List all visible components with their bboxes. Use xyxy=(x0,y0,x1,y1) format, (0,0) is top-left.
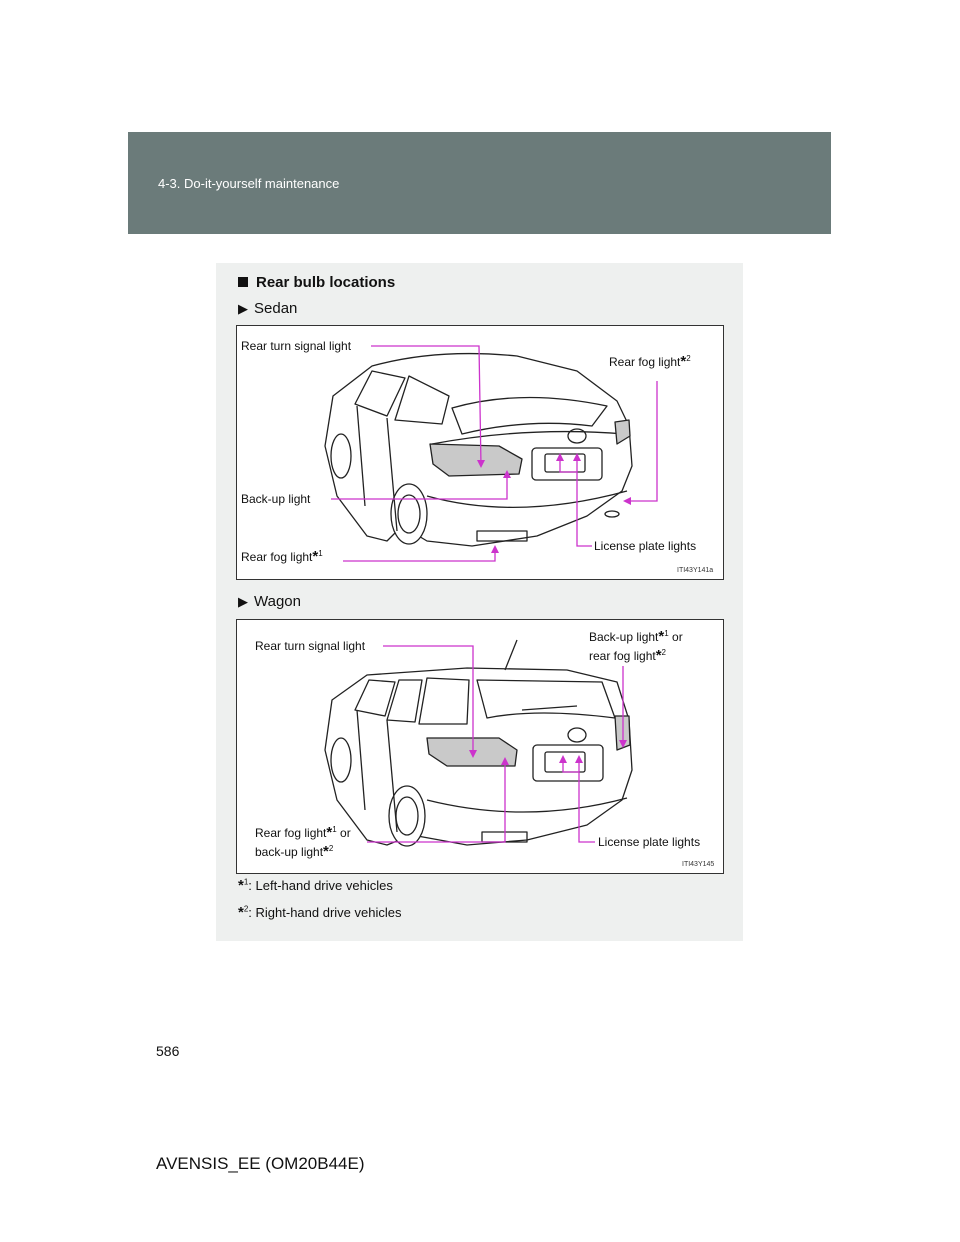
label-rear-fog-or-back-up-b: Rear fog light*1 or back-up light*2 xyxy=(255,824,351,860)
label-or-text: or xyxy=(672,630,683,644)
section-title-text: Rear bulb locations xyxy=(256,274,396,291)
footnote-mark: * xyxy=(238,877,244,894)
footnote-2: *2: Right-hand drive vehicles xyxy=(238,904,402,921)
footnote-ref: 2 xyxy=(686,354,691,363)
footnote-text: : Right-hand drive vehicles xyxy=(248,905,402,920)
label-rear-turn-signal: Rear turn signal light xyxy=(241,339,352,353)
footnote-text: : Left-hand drive vehicles xyxy=(248,878,393,893)
sedan-heading-text: Sedan xyxy=(254,300,298,317)
label-back-up-or-rear-fog-a: Back-up light*1 or rear fog light*2 xyxy=(589,628,683,664)
wagon-figure: Rear turn signal light Back-up light*1 o… xyxy=(236,619,724,874)
sedan-illustration xyxy=(324,345,658,562)
footnote-ref: 2 xyxy=(661,648,666,657)
label-back-up-a-text: Back-up light xyxy=(589,630,659,644)
footnote-ref: 1 xyxy=(332,825,337,834)
label-rear-fog-light-2-text: Rear fog light xyxy=(609,355,681,369)
footnote-ref: 1 xyxy=(318,549,323,558)
label-or-text: or xyxy=(340,826,351,840)
footnote-sup: 1 xyxy=(243,877,249,887)
sedan-figure: Rear turn signal light Rear fog light*2 … xyxy=(236,325,724,580)
content-panel: Rear bulb locations ▶ Sedan xyxy=(216,263,743,941)
square-bullet-icon xyxy=(238,277,248,287)
label-license-plate-lights-wagon: License plate lights xyxy=(598,835,701,849)
section-title: Rear bulb locations xyxy=(238,274,395,291)
label-rear-fog-light-2: Rear fog light*2 xyxy=(609,353,691,370)
label-rear-fog-b-text: Rear fog light xyxy=(255,826,327,840)
label-license-plate-lights: License plate lights xyxy=(594,539,697,553)
footnote-mark: * xyxy=(238,904,244,921)
wagon-heading-text: Wagon xyxy=(254,593,301,610)
footnote-ref: 2 xyxy=(328,844,334,853)
label-rear-fog-light-1-text: Rear fog light xyxy=(241,550,313,564)
label-back-up-b-text: back-up light xyxy=(255,845,324,859)
footnote-ref: 1 xyxy=(664,629,669,638)
footnote-1: *1: Left-hand drive vehicles xyxy=(238,877,393,894)
page-number: 586 xyxy=(156,1043,180,1059)
footnote-sup: 2 xyxy=(243,904,249,914)
wagon-illustration xyxy=(324,639,633,847)
section-header-title: 4-3. Do-it-yourself maintenance xyxy=(158,176,340,191)
header-band: 4-3. Do-it-yourself maintenance xyxy=(128,132,831,234)
sedan-heading: ▶ Sedan xyxy=(238,300,297,317)
wagon-heading: ▶ Wagon xyxy=(238,593,301,610)
figure-code: ITI43Y145 xyxy=(682,861,715,868)
triangle-right-icon: ▶ xyxy=(238,301,248,316)
label-rear-fog-light-1: Rear fog light*1 xyxy=(241,548,323,565)
label-back-up-light: Back-up light xyxy=(241,492,311,506)
manual-code: AVENSIS_EE (OM20B44E) xyxy=(156,1154,365,1173)
label-rear-fog-a-text: rear fog light xyxy=(589,649,656,663)
triangle-right-icon: ▶ xyxy=(238,594,248,609)
figure-code: ITI43Y141a xyxy=(677,567,714,574)
label-rear-turn-signal-wagon: Rear turn signal light xyxy=(255,639,366,653)
